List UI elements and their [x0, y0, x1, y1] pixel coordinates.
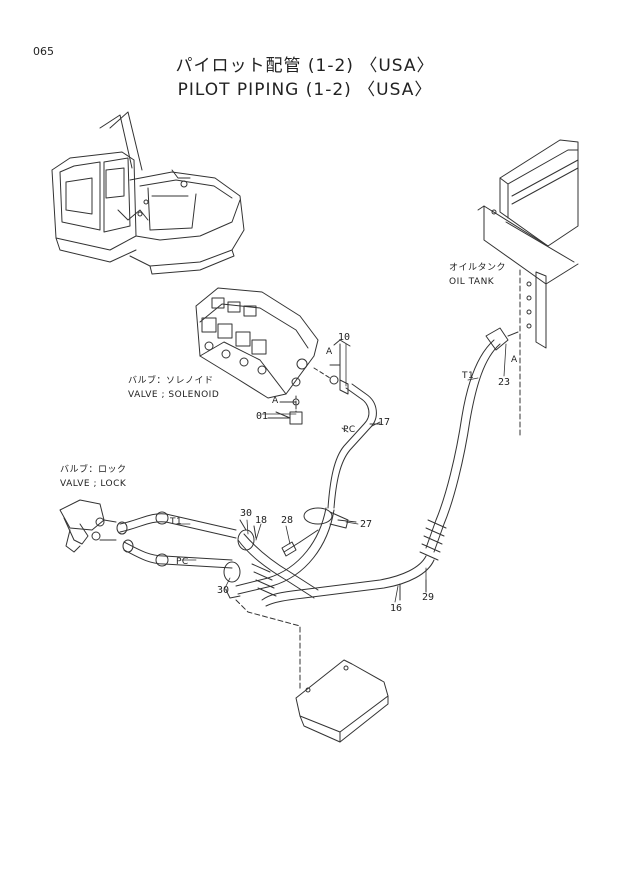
lock-valve-hoses	[116, 511, 237, 569]
mounting-bracket	[235, 599, 389, 743]
pc-port-label: PC	[343, 425, 356, 435]
part-number-18: 18	[255, 515, 268, 526]
page-number: 065	[33, 45, 54, 58]
oil-tank-illustration	[477, 139, 579, 437]
t1-port-label: T1	[170, 517, 183, 527]
part-number-28: 28	[281, 515, 294, 526]
leader-lines	[175, 343, 507, 603]
title-japanese: パイロット配管 (1-2) 〈USA〉	[175, 56, 435, 76]
excavator-overview-illustration	[51, 111, 245, 275]
section-a-label: A	[272, 396, 279, 406]
solenoid-valve-block	[195, 287, 319, 399]
part-number-23: 23	[498, 377, 511, 388]
lock-valve-label-en: VALVE ; LOCK	[60, 479, 127, 489]
pc-port-label: PC	[176, 557, 189, 567]
fittings-10-01	[267, 339, 351, 425]
oil-tank-label-en: OIL TANK	[449, 277, 495, 287]
part-number-29: 29	[422, 592, 435, 603]
t1-port-label: T1	[462, 371, 475, 381]
pilot-hose-17	[327, 383, 381, 509]
solenoid-valve-label-en: VALVE ; SOLENOID	[128, 390, 220, 400]
pilot-hose-16	[261, 555, 435, 607]
title-english: PILOT PIPING (1-2) 〈USA〉	[177, 80, 433, 100]
oil-tank-label-jp: オイルタンク	[449, 263, 507, 273]
part-number-10: 10	[338, 332, 351, 343]
pilot-hose-18-bundle	[223, 507, 335, 599]
section-a-label: A	[326, 347, 333, 357]
section-a-label: A	[511, 355, 518, 365]
lock-valve-label-jp: バルブ：ロック	[60, 465, 127, 475]
solenoid-valve-label-jp: バルブ：ソレノイド	[128, 376, 214, 386]
part-number-01: 01	[256, 411, 269, 422]
clamp-27-bolt-28	[281, 507, 357, 557]
return-hose-29	[419, 327, 519, 561]
part-number-16: 16	[390, 603, 403, 614]
part-number-30: 30	[240, 508, 253, 519]
part-number-30: 30	[217, 585, 230, 596]
part-number-17: 17	[378, 417, 391, 428]
part-number-27: 27	[360, 519, 373, 530]
lock-valve	[59, 499, 117, 553]
